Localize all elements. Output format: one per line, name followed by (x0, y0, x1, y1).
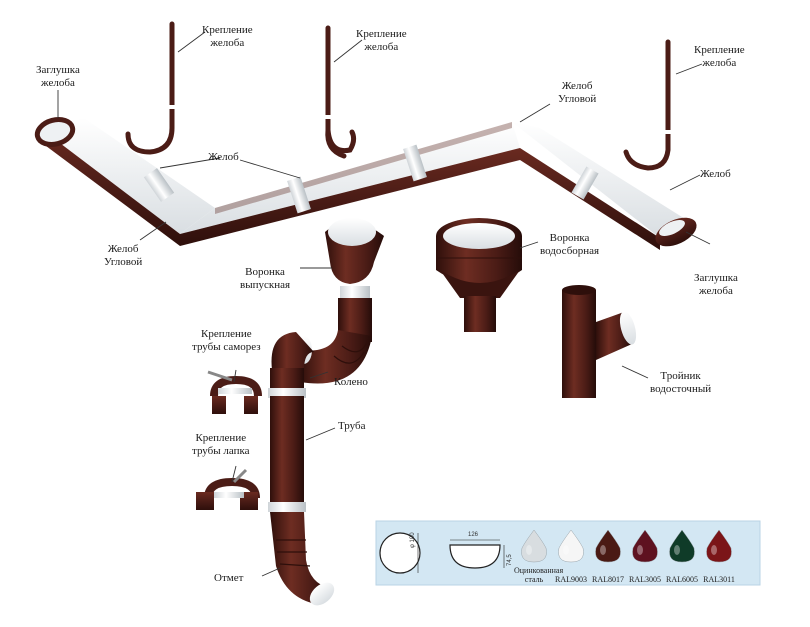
end-cap-left (34, 117, 76, 147)
label-elbow: Колено (334, 376, 368, 388)
elbow (300, 330, 372, 384)
bracket-2-hook (325, 127, 347, 159)
color-swatch-drop (595, 529, 621, 563)
pipe-band (268, 502, 306, 512)
color-swatch-label: RAL3011 (703, 575, 735, 584)
outlet-opening (309, 582, 335, 606)
gutter-run (34, 117, 697, 250)
label-gutter-right: Желоб (700, 168, 731, 180)
leader-lines (57, 31, 711, 577)
color-swatch-label: RAL6005 (666, 575, 698, 584)
color-swatch-drop (558, 529, 584, 563)
gutter-connector (571, 166, 599, 200)
bracket-1 (125, 21, 175, 155)
color-swatch-drop (669, 529, 695, 563)
outlet-rings (276, 539, 311, 567)
outlet-bend (270, 512, 330, 604)
pipe-clamp-tab (196, 468, 260, 510)
pipe-band (268, 388, 306, 398)
gutter-connector (287, 176, 311, 214)
pipe-band (340, 286, 370, 298)
gutter-profile-icon (449, 544, 501, 569)
pipe (270, 368, 304, 390)
elbow-rings (333, 339, 369, 364)
gutter-connector (403, 144, 427, 182)
gutter-left-inner (40, 118, 215, 234)
color-swatch-drop (706, 529, 732, 563)
downpipe-system (268, 218, 384, 606)
label-gutter-top: Желоб (208, 151, 239, 163)
gutter-connector (143, 168, 175, 202)
collector-funnel (436, 218, 522, 332)
gutter-brackets (125, 21, 671, 171)
pipe (270, 396, 304, 504)
gutter-bottom-front (180, 148, 520, 246)
color-swatch-label: RAL9003 (555, 575, 587, 584)
color-swatch-drop (521, 529, 547, 563)
pipe-section-icon (379, 532, 421, 574)
gutter-left-front (38, 128, 180, 246)
tee (562, 285, 637, 398)
pipe-clamp-screw (207, 370, 262, 414)
gutter-right-inner (512, 122, 690, 238)
color-swatch-label: RAL3005 (629, 575, 661, 584)
dimension-pipe-diameter: φ 100 (410, 532, 416, 548)
bracket-2 (325, 25, 357, 154)
gutter-bottom-back (215, 122, 512, 214)
color-swatch-label: RAL8017 (592, 575, 624, 584)
end-cap-right-rim (659, 219, 685, 237)
dimension-gutter-width: 126 (468, 532, 479, 538)
label-pipe: Труба (338, 420, 366, 432)
gutter-bottom-inner (180, 122, 520, 234)
label-outlet: Отмет (214, 572, 244, 584)
outlet-funnel-rim (328, 218, 376, 246)
dimension-gutter-depth: 74,5 (507, 554, 513, 566)
bracket-3 (623, 39, 671, 171)
color-swatch-drop (632, 529, 658, 563)
elbow-lower (271, 332, 314, 370)
gutter-right-front (520, 148, 660, 250)
